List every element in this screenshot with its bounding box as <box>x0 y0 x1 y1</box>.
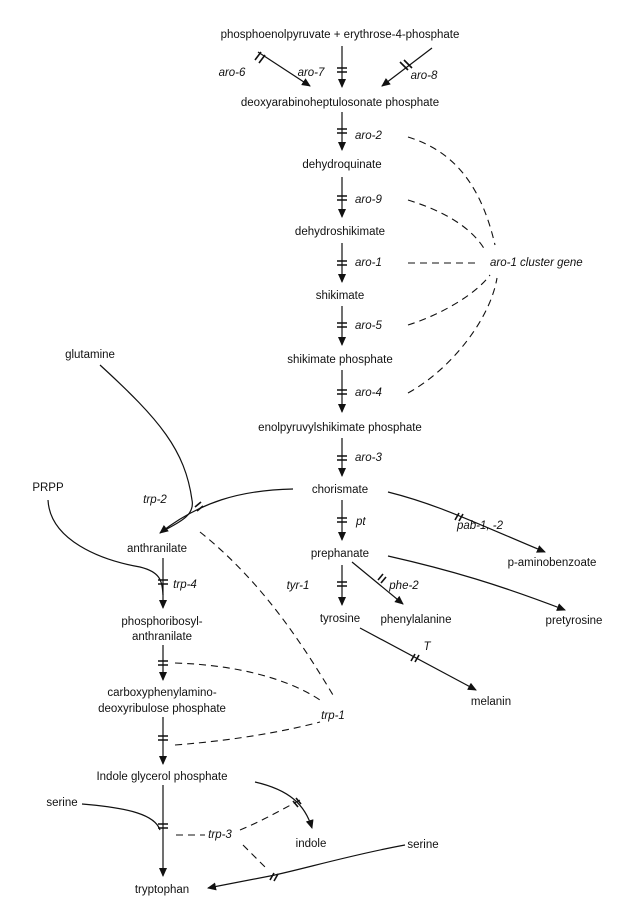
gene-tyr-1: tyr-1 <box>287 580 310 592</box>
gene-aro-1: aro-1 <box>355 257 382 269</box>
compound-shikimate: shikimate <box>316 290 365 302</box>
gene-cluster-lines <box>174 136 498 871</box>
gene-aro-6: aro-6 <box>219 67 246 79</box>
gene-aro-5: aro-5 <box>355 320 382 332</box>
compound-pretyrosine: pretyrosine <box>546 615 603 627</box>
gene-trp-2: trp-2 <box>143 494 167 506</box>
compound-labels: phosphoenolpyruvate + erythrose-4-phosph… <box>32 29 602 896</box>
compound-melanin: melanin <box>471 696 511 708</box>
main-pathway-arrows <box>257 46 566 691</box>
gene-T: T <box>423 641 431 653</box>
gene-labels: aro-6 aro-7 aro-8 aro-2 aro-9 aro-1 aro-… <box>143 67 583 841</box>
compound-dehydroquinate: dehydroquinate <box>302 159 381 171</box>
gene-phe-2: phe-2 <box>388 580 419 592</box>
gene-trp-3: trp-3 <box>208 829 232 841</box>
compound-glutamine: glutamine <box>65 349 115 361</box>
trp-pathway-arrows <box>47 364 406 891</box>
enzyme-block-marks <box>158 51 464 882</box>
gene-aro-1-cluster: aro-1 cluster gene <box>490 257 583 269</box>
gene-aro-4: aro-4 <box>355 387 382 399</box>
gene-trp-1: trp-1 <box>321 710 345 722</box>
compound-tyrosine: tyrosine <box>320 613 360 625</box>
gene-aro-2: aro-2 <box>355 130 382 142</box>
compound-tryptophan: tryptophan <box>135 884 189 896</box>
compound-phenylalanine: phenylalanine <box>381 614 452 626</box>
compound-indole: indole <box>296 838 327 850</box>
compound-prephanate: prephanate <box>311 548 369 560</box>
compound-dahp: deoxyarabinoheptulosonate phosphate <box>241 97 439 109</box>
compound-shikimate-phosphate: shikimate phosphate <box>287 354 392 366</box>
compound-pep-e4p: phosphoenolpyruvate + erythrose-4-phosph… <box>221 29 460 41</box>
compound-cdrp-1: carboxyphenylamino- <box>107 687 216 699</box>
gene-trp-4: trp-4 <box>173 579 197 591</box>
gene-aro-8: aro-8 <box>411 70 438 82</box>
gene-pab: pab-1, -2 <box>456 520 504 532</box>
compound-p-aminobenzoate: p-aminobenzoate <box>508 557 597 569</box>
gene-aro-3: aro-3 <box>355 452 382 464</box>
gene-pt: pt <box>355 516 366 528</box>
compound-prpp: PRPP <box>32 482 64 494</box>
compound-phosphoribosyl-anthranilate-2: anthranilate <box>132 631 192 643</box>
compound-indole-glycerol-phosphate: Indole glycerol phosphate <box>96 771 227 783</box>
compound-serine-right: serine <box>407 839 438 851</box>
compound-dehydroshikimate: dehydroshikimate <box>295 226 385 238</box>
compound-phosphoribosyl-anthranilate-1: phosphoribosyl- <box>121 616 202 628</box>
gene-aro-9: aro-9 <box>355 194 382 206</box>
gene-aro-7: aro-7 <box>298 67 325 79</box>
compound-cdrp-2: deoxyribulose phosphate <box>98 703 226 715</box>
compound-epsp: enolpyruvylshikimate phosphate <box>258 422 422 434</box>
compound-chorismate: chorismate <box>312 484 368 496</box>
compound-serine-left: serine <box>46 797 77 809</box>
compound-anthranilate: anthranilate <box>127 543 187 555</box>
